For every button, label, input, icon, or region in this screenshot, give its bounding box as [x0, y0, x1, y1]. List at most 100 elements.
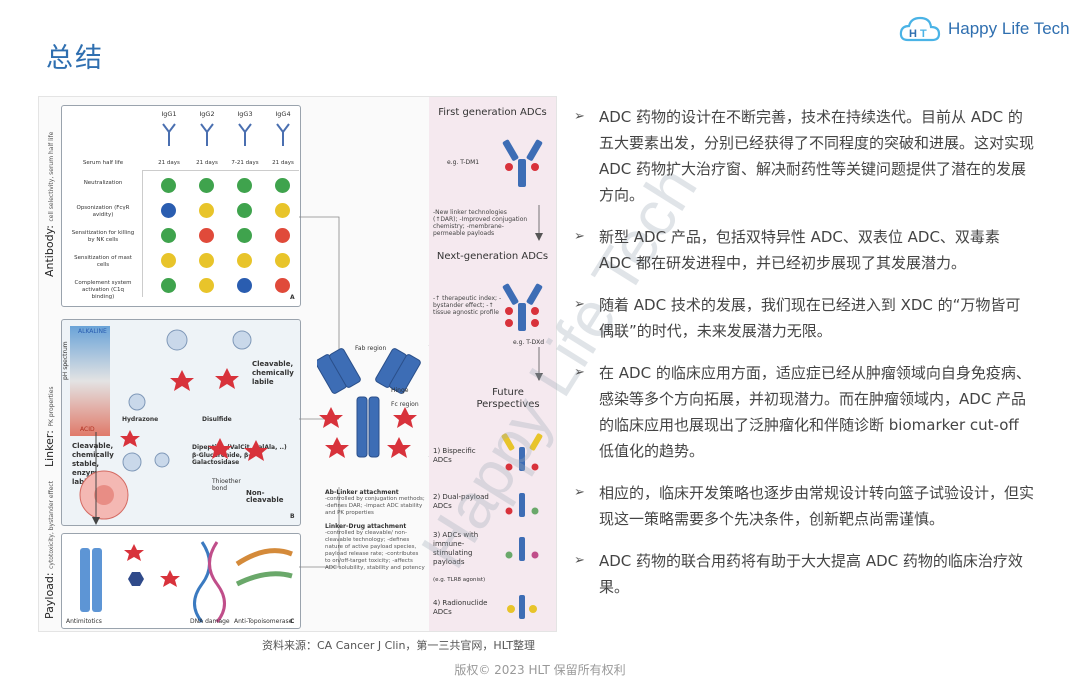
table-lines	[142, 170, 299, 297]
glucuronide-label: β-Glucuronide, β-Galactosidase	[192, 452, 251, 466]
function-level-dot	[237, 178, 252, 193]
linker-drug-title: Linker-Drug attachment	[325, 523, 407, 530]
bullet-item: ➢ADC 药物的联合用药将有助于大大提高 ADC 药物的临床治疗效果。	[574, 548, 1034, 600]
arrow-bullet-icon: ➢	[574, 229, 585, 244]
function-level-dot	[161, 178, 176, 193]
svg-text:H: H	[909, 28, 917, 40]
function-level-dot	[199, 278, 214, 293]
hinge-label: Hinge	[391, 387, 409, 394]
ab-linker-title: Ab-Linker attachment	[325, 489, 399, 496]
hydrazone-label: Hydrazone	[122, 416, 159, 423]
function-level-dot	[161, 203, 176, 218]
future-item-3-example: (e.g. TLR8 agonist)	[433, 577, 486, 583]
next-gen-example: e.g. T-DXd	[513, 339, 545, 346]
bullet-item: ➢在 ADC 的临床应用方面，适应症已经从肿瘤领域向自身免疫病、感染等多个方向拓…	[574, 360, 1034, 464]
col-igg2: IgG2	[199, 110, 215, 118]
linker-drug-items: -controlled by cleavable/ non-cleavable …	[325, 530, 425, 571]
arrow-bullet-icon: ➢	[574, 297, 585, 312]
central-adc-icon	[317, 348, 421, 458]
alkaline-label: ALKALINE	[78, 328, 107, 335]
adc-generations-panel: First generation ADCs e.g. T-DM1 -New li…	[429, 97, 556, 631]
function-level-dot	[199, 228, 214, 243]
non-cleavable-label: Non-cleavable	[246, 489, 284, 504]
panel-b-linker: ALKALINE ACID pH spectrum Hydrazone Disu…	[61, 319, 301, 526]
first-gen-title: First generation ADCs	[438, 107, 547, 118]
function-level-dot	[275, 253, 290, 268]
col-igg4: IgG4	[275, 110, 291, 118]
function-level-dot	[237, 253, 252, 268]
function-level-dot	[275, 228, 290, 243]
half-life-igg1: 21 days	[158, 160, 180, 166]
panel-b-tag: B	[290, 513, 295, 520]
serum-half-life-label: Serum half life	[82, 160, 124, 166]
source-caption: 资料来源：CA Cancer J Clin，第一三共官网，HLT整理	[262, 639, 536, 652]
function-level-dot	[161, 253, 176, 268]
panel-a-tag: A	[290, 294, 295, 301]
function-row-label: Complement system activation (C1q bindin…	[74, 280, 132, 300]
function-level-dot	[199, 203, 214, 218]
arrow-bullet-icon: ➢	[574, 485, 585, 500]
half-life-igg2: 21 days	[196, 160, 218, 166]
arrow-bullet-icon: ➢	[574, 365, 585, 380]
disulfide-label: Disulfide	[202, 416, 232, 423]
page-title: 总结	[46, 43, 104, 74]
copyright-footer: 版权© 2023 HLT 保留所有权利	[454, 663, 626, 677]
function-row-label: Sensitization for killing by NK cells	[71, 230, 135, 243]
future-item-3: 3) ADCs with immune-stimulating payloads	[433, 531, 479, 566]
arrow-bullet-icon: ➢	[574, 553, 585, 568]
linker-illustrations	[79, 329, 268, 525]
payload-illustrations	[80, 541, 293, 623]
ph-gradient-bar	[70, 326, 110, 436]
dna-damage-label: DNA damage	[190, 618, 230, 625]
fab-region-label: Fab region	[355, 345, 387, 352]
topo-label: Anti-Topoisomerase	[234, 618, 293, 625]
function-level-dot	[237, 278, 252, 293]
first-gen-example: e.g. T-DM1	[447, 159, 480, 166]
attachment-notes: Ab-Linker attachment -controlled by conj…	[325, 489, 425, 572]
cleavable-chem-label: Cleavable, chemically labile	[252, 360, 294, 386]
function-level-dot	[161, 278, 176, 293]
future-item-2: 2) Dual-payload ADCs	[433, 493, 489, 510]
logo-text: Happy Life Tech	[948, 19, 1070, 38]
dipeptide-label: Dipeptide (ValCit, ValAla, ..)	[192, 444, 287, 451]
col-igg3: IgG3	[237, 110, 253, 118]
function-row-label: Opsonization (FcγR avidity)	[76, 205, 130, 218]
igg-icons	[162, 123, 290, 146]
fc-region-label: Fc region	[391, 401, 419, 408]
function-level-dot	[275, 203, 290, 218]
future-title: Future Perspectives	[476, 387, 540, 410]
first-gen-notes: -New linker technologies (↑DAR); -Improv…	[433, 209, 528, 237]
function-level-dot	[199, 253, 214, 268]
panel-c-tag: C	[290, 618, 295, 625]
future-item-1: 1) Bispecific ADCs	[433, 447, 476, 464]
thioether-label: Thioether bond	[212, 478, 241, 492]
function-row-label: Sensitization of mast cells	[74, 255, 132, 268]
half-life-igg4: 21 days	[272, 160, 294, 166]
function-level-dot	[275, 278, 290, 293]
svg-text:T: T	[920, 28, 927, 40]
function-level-dot	[237, 228, 252, 243]
antimitotic-label: Antimitotics	[66, 618, 102, 625]
bullet-item: ➢新型 ADC 产品，包括双特异性 ADC、双表位 ADC、双毒素 ADC 都在…	[574, 224, 1034, 276]
bullet-item: ➢随着 ADC 技术的发展，我们现在已经进入到 XDC 的“万物皆可偶联”的时代…	[574, 292, 1034, 344]
function-row-label: Neutralization	[83, 180, 123, 186]
panel-c-payload: Antimitotics DNA damage Anti-Topoisomera…	[61, 533, 301, 629]
ab-linker-items: -controlled by conjugation methods; -def…	[325, 496, 425, 516]
logo: H T Happy Life Tech	[898, 14, 1070, 44]
summary-bullets: ➢ADC 药物的设计在不断完善，技术在持续迭代。目前从 ADC 的五大要素出发，…	[574, 104, 1034, 616]
next-gen-notes: -↑ therapeutic index; -bystander effect;…	[433, 295, 502, 316]
cloud-logo-icon: H T	[899, 16, 941, 42]
half-life-igg3: 7-21 days	[231, 160, 259, 166]
panel-a-igg-table: IgG1 IgG2 IgG3 IgG4 Serum half life 21 d…	[61, 105, 301, 307]
bullet-item: ➢ADC 药物的设计在不断完善，技术在持续迭代。目前从 ADC 的五大要素出发，…	[574, 104, 1034, 208]
cleavable-enz-label: Cleavable, chemically stable, enzyme lab…	[72, 442, 114, 486]
col-igg1: IgG1	[161, 110, 177, 118]
function-level-dot	[275, 178, 290, 193]
acid-label: ACID	[80, 426, 95, 433]
next-gen-title: Next-generation ADCs	[436, 251, 549, 262]
function-level-dot	[161, 228, 176, 243]
generation-adc-icons	[501, 139, 543, 619]
bullet-item: ➢相应的，临床开发策略也逐步由常规设计转向篮子试验设计，但实现这一策略需要多个先…	[574, 480, 1034, 532]
function-level-dot	[237, 203, 252, 218]
adc-overview-figure: Antibody: cell selectivity, serum half l…	[38, 96, 557, 632]
